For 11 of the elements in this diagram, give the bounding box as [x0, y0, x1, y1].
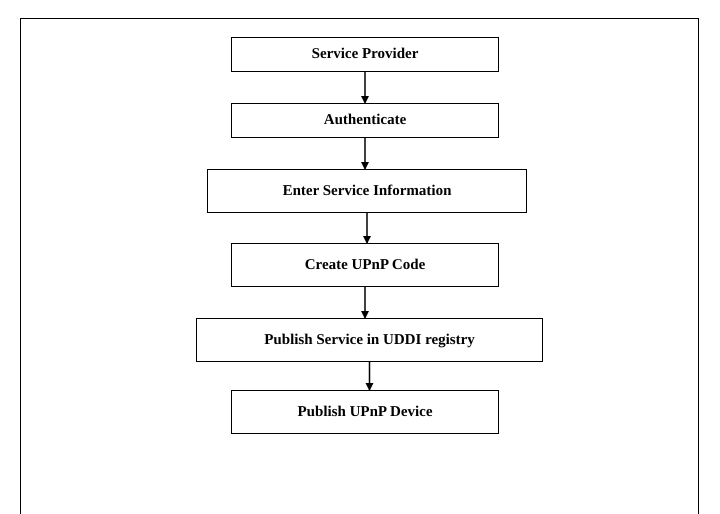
arrow	[361, 287, 369, 319]
arrow	[363, 213, 371, 244]
arrow	[361, 138, 369, 170]
arrow	[361, 72, 369, 104]
arrow	[366, 362, 374, 391]
process-box: Enter Service Information	[207, 169, 527, 213]
process-box: Service Provider	[231, 37, 499, 72]
process-box: Authenticate	[231, 103, 499, 138]
process-box: Publish UPnP Device	[231, 390, 499, 434]
process-box: Publish Service in UDDI registry	[196, 318, 543, 362]
process-box: Create UPnP Code	[231, 243, 499, 287]
